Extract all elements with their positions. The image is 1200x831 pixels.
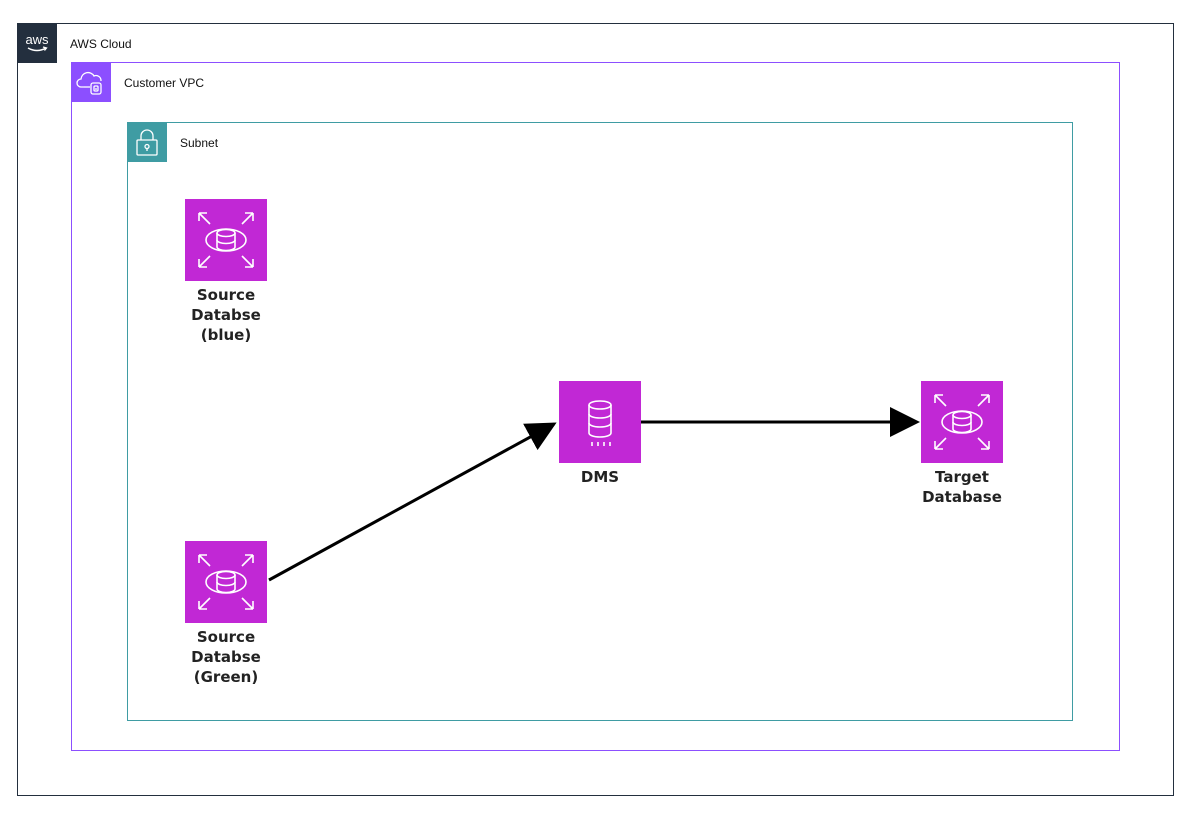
dms-database-icon [559,381,641,463]
vpc-cloud-icon [71,62,111,102]
aws-cloud-group: aws AWS Cloud Customer VPC [17,23,1174,796]
source-database-blue-label: Source Databse (blue) [191,286,261,344]
source-database-blue-node[interactable]: Source Databse (blue) [146,199,306,345]
customer-vpc-group: Customer VPC Subnet [71,62,1120,751]
aws-cloud-label: AWS Cloud [70,37,132,51]
svg-text:aws: aws [25,32,49,47]
subnet-label: Subnet [180,136,219,150]
rds-database-icon [185,199,267,281]
dms-node[interactable]: DMS [520,381,680,487]
subnet-lock-icon [127,122,167,162]
subnet-group: Subnet [127,122,1073,721]
customer-vpc-label: Customer VPC [124,76,205,90]
dms-label: DMS [580,468,620,486]
rds-database-icon [185,541,267,623]
source-database-green-node[interactable]: Source Databse (Green) [146,541,306,687]
aws-logo-icon: aws [17,23,57,63]
target-database-label: Target Database [922,468,1002,506]
target-database-node[interactable]: Target Database [882,381,1042,507]
rds-database-icon [921,381,1003,463]
source-database-green-label: Source Databse (Green) [191,628,261,686]
